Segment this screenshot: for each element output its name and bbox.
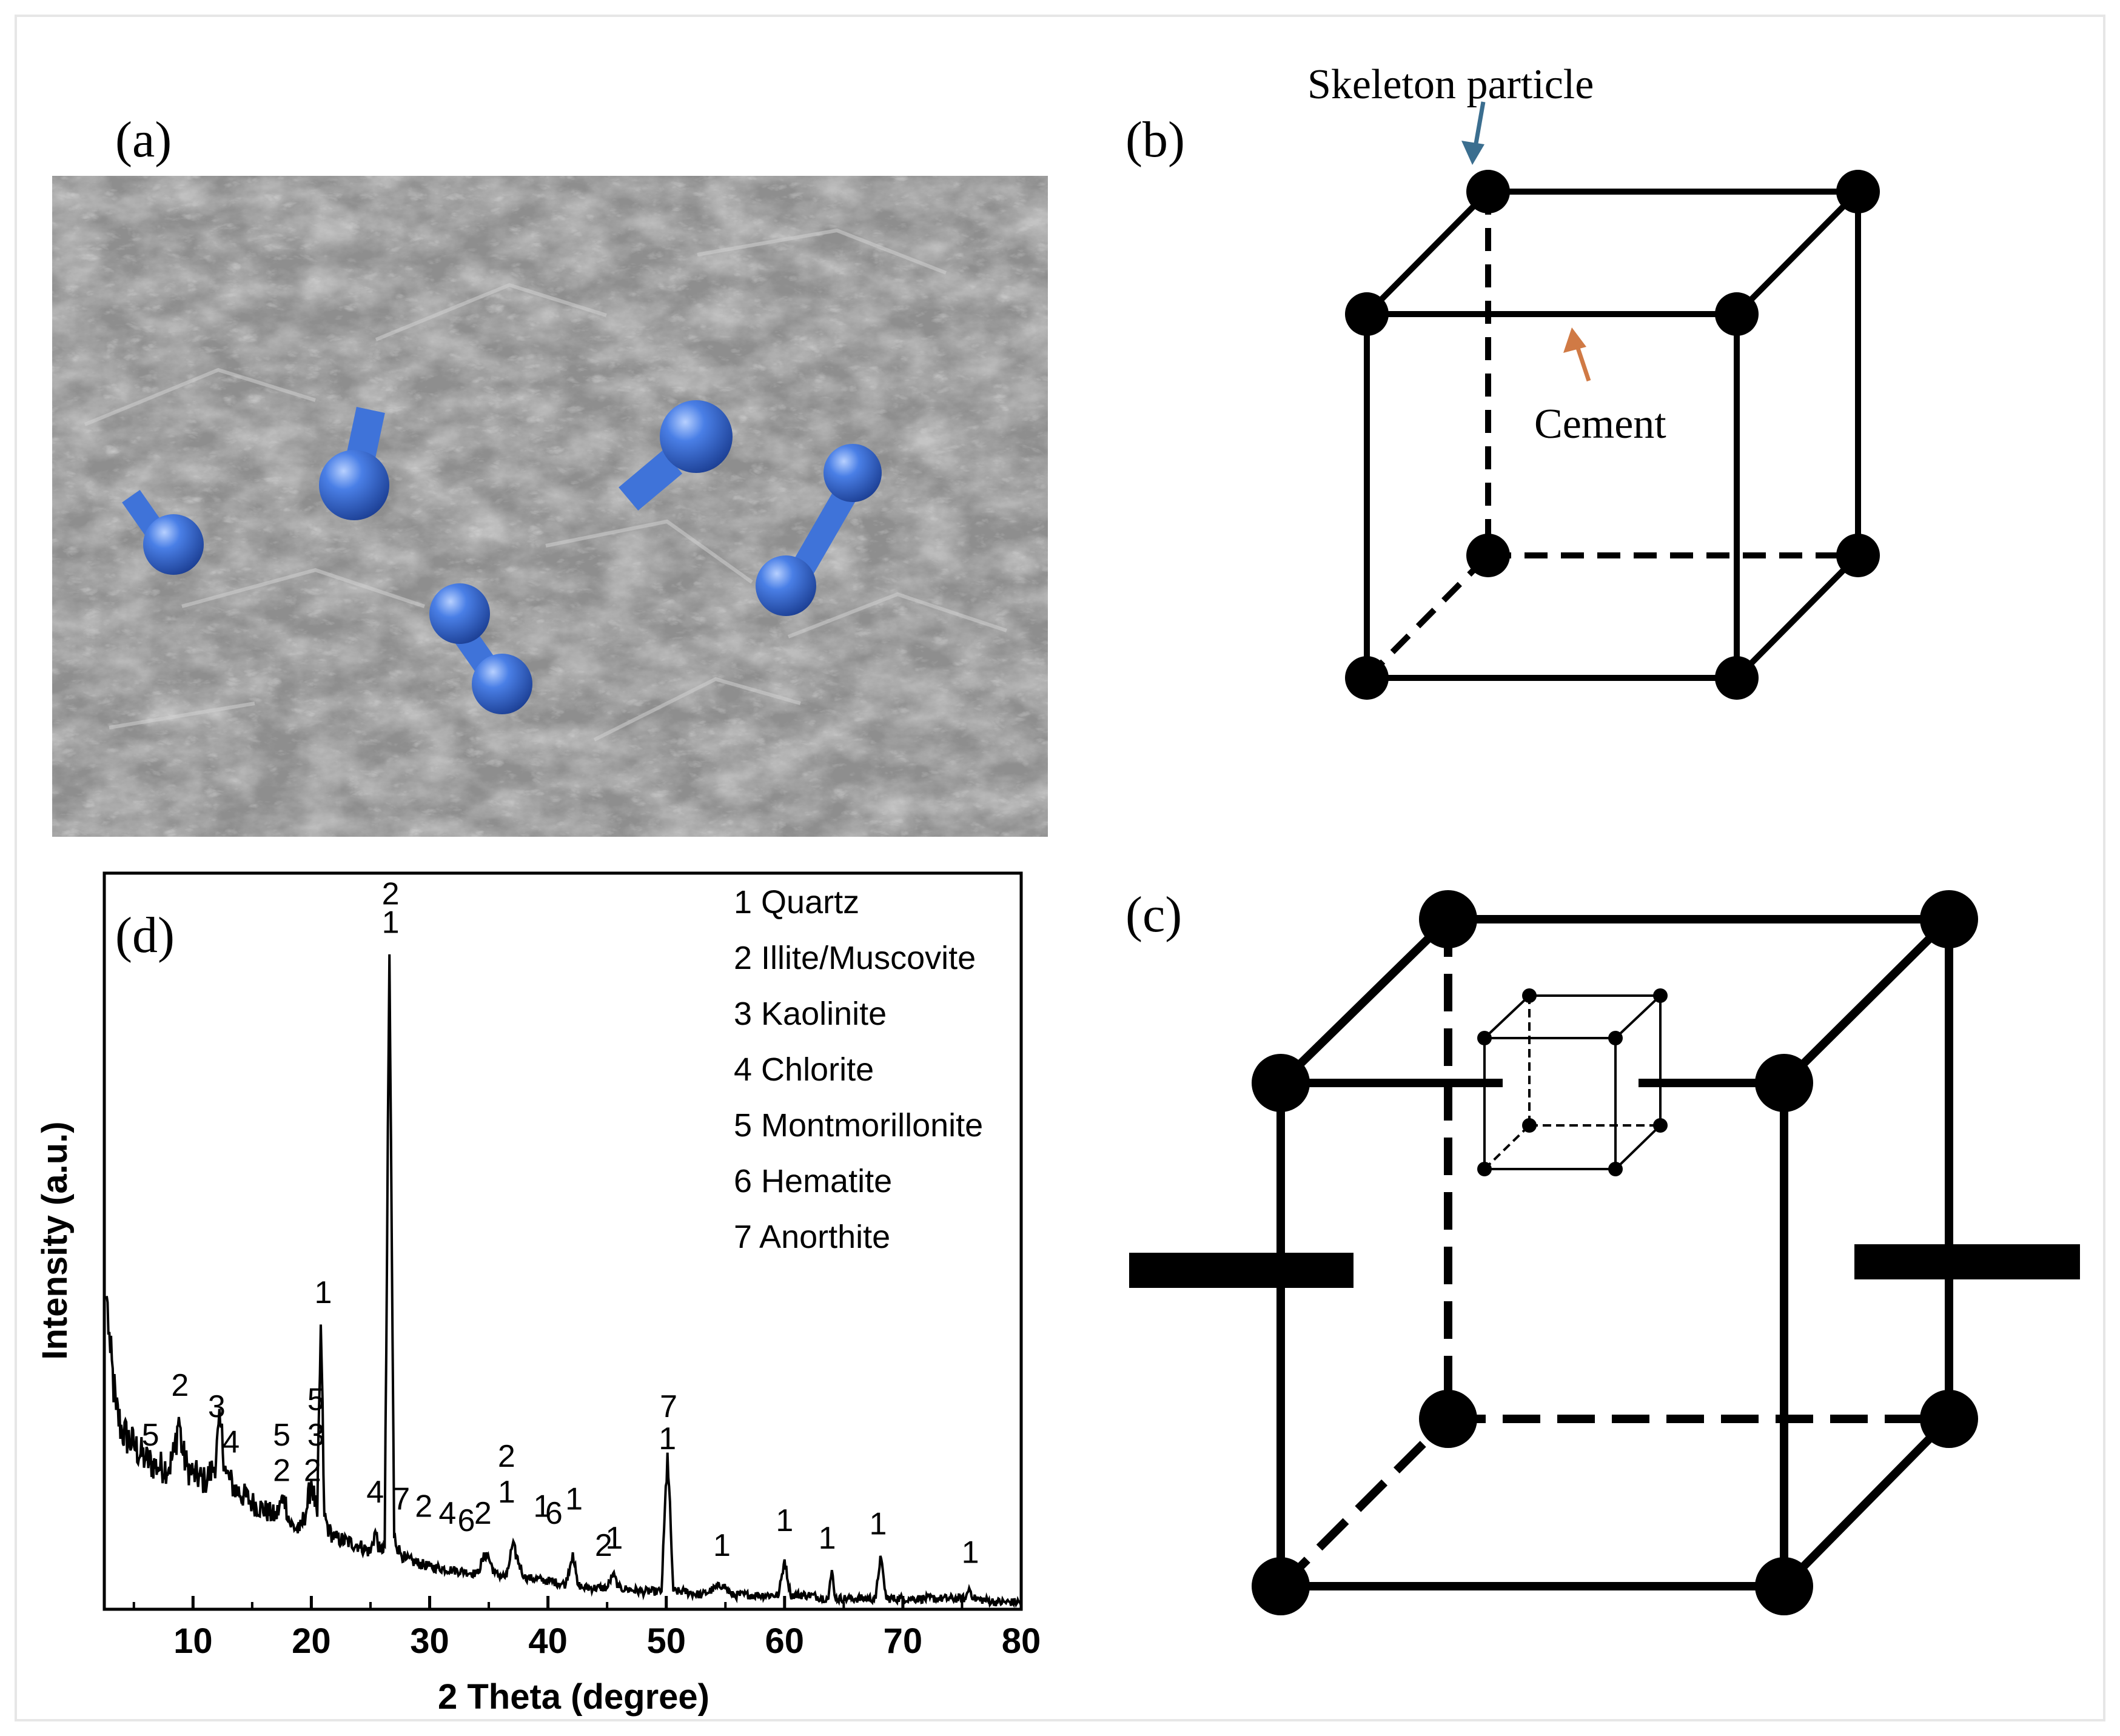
peak-label: 5 [307,1382,325,1417]
peak-label: 2 [498,1439,515,1474]
peak-label: 3 [208,1389,226,1424]
y-axis-label: Intensity (a.u.) [35,1121,75,1359]
x-tick-label: 40 [528,1621,568,1661]
sem-flake-edges [84,228,1007,742]
peak-label: 2 [304,1453,321,1489]
sphere-1 [143,514,204,575]
panel-c-label: (c) [1125,886,1182,943]
legend-entry: 6 Hematite [734,1163,892,1199]
peak-label: 4 [366,1475,384,1510]
peak-label: 1 [713,1528,731,1563]
panel-b-label: (b) [1125,112,1185,168]
cement-bar-3 [619,450,683,511]
panel-d-label: (d) [115,907,175,964]
panel-b: (b) Skeleton particle Cement [1125,61,1880,700]
peak-label: 1 [533,1489,551,1524]
peak-label: 1 [382,905,400,940]
panel-a: (a) [52,112,1048,837]
x-tick-label: 10 [173,1621,213,1661]
sphere-4 [824,444,882,502]
x-tick-label: 70 [884,1621,923,1661]
peak-label: 2 [382,877,400,912]
mini-cube-nodes [1477,988,1668,1176]
sphere-6 [429,583,490,644]
cement-plate-right [1854,1244,2080,1279]
figure-frame [15,15,2105,1721]
legend-entry: 2 Illite/Muscovite [734,940,976,976]
sphere-5 [756,555,816,616]
x-tick-label: 80 [1002,1621,1041,1661]
cube-b-nodes [1345,170,1880,700]
peak-label: 1 [565,1482,583,1517]
legend-entry: 3 Kaolinite [734,996,887,1032]
peak-label: 6 [545,1496,563,1531]
skeleton-particle-label: Skeleton particle [1307,61,1594,108]
sphere-3 [660,400,733,473]
peak-label: 1 [605,1521,623,1556]
cube-c [1276,915,1953,1590]
peak-label: 3 [307,1418,325,1453]
sphere-7 [472,654,532,714]
x-tick-label: 30 [410,1621,449,1661]
peak-label: 7 [392,1482,410,1517]
skeleton-arrow [1461,101,1486,165]
xrd-pattern-line [105,954,1022,1608]
cement-arrow [1563,327,1591,382]
peak-label: 1 [776,1503,793,1538]
cement-label: Cement [1534,401,1666,447]
peak-label: 1 [659,1421,676,1456]
peak-label: 2 [171,1368,189,1403]
peak-label: 4 [222,1425,240,1460]
plot-frame [102,871,1023,1611]
panel-a-label: (a) [115,112,172,168]
cube-b [1364,189,1861,681]
panel-c: (c) [1125,886,2080,1615]
peak-label: 4 [438,1496,456,1531]
peak-label: 7 [660,1389,677,1424]
peak-label: 2 [273,1453,290,1489]
sem-image [52,176,1048,837]
peak-label: 5 [273,1418,290,1453]
x-tick-label: 60 [765,1621,805,1661]
peak-label: 2 [415,1489,432,1524]
peak-label: 1 [498,1475,515,1510]
x-axis-label: 2 Theta (degree) [438,1677,709,1717]
legend-entry: 1 Quartz [734,884,859,920]
skeleton-spheres [143,400,882,714]
peak-label: 6 [458,1503,475,1538]
cement-plate-left [1129,1253,1354,1288]
peak-label: 2 [474,1496,492,1531]
cube-c-nodes [1252,890,1978,1615]
peak-label: 1 [962,1535,979,1570]
peak-label: 1 [869,1507,887,1542]
mini-cube [1483,994,1662,1170]
x-tick-label: 20 [292,1621,331,1661]
peak-label: 2 [595,1528,612,1563]
sphere-2 [319,450,389,520]
cement-plates [1129,1244,2080,1288]
legend-entry: 5 Montmorillonite [734,1107,983,1144]
x-tick-label: 50 [646,1621,686,1661]
legend: 1 Quartz 2 Illite/Muscovite 3 Kaolinite 4 C… [734,884,983,1255]
peak-label: 1 [819,1521,836,1556]
peak-label: 1 [314,1275,332,1310]
x-axis-ticks: 10 20 30 40 50 60 70 80 [132,1596,1041,1661]
legend-entry: 4 Chlorite [734,1051,874,1088]
legend-entry: 7 Anorthite [734,1219,890,1255]
peak-label: 5 [142,1418,159,1453]
